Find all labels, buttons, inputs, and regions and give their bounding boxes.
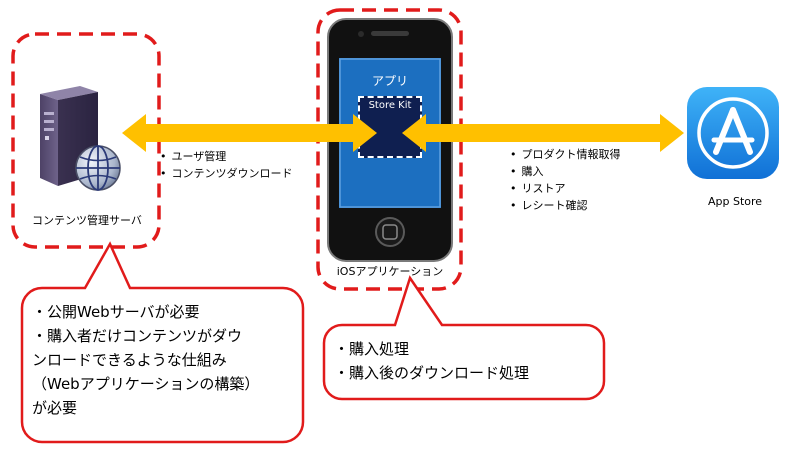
globe-icon	[75, 145, 121, 191]
callout-line: ・購入後のダウンロード処理	[334, 364, 530, 382]
storekit-label: Store Kit	[368, 100, 412, 111]
list-item: レシート確認	[510, 197, 621, 214]
callout-line: （Webアプリケーションの構築）	[32, 375, 260, 393]
server-feature-list: ユーザ管理 コンテンツダウンロード	[160, 148, 293, 182]
server-label: コンテンツ管理サーバ	[32, 214, 142, 227]
callout-line: ・購入者だけコンテンツがダウ	[32, 327, 243, 345]
appstore-label: App Store	[707, 195, 763, 208]
list-item: リストア	[510, 180, 621, 197]
appstore-icon	[687, 87, 779, 179]
app-callout-text: ・購入処理 ・購入後のダウンロード処理	[334, 337, 529, 385]
list-item: ユーザ管理	[160, 148, 293, 165]
list-item: コンテンツダウンロード	[160, 165, 293, 182]
server-callout-text: ・公開Webサーバが必要 ・購入者だけコンテンツがダウ ンロードできるような仕組…	[32, 300, 259, 420]
app-label: アプリ	[371, 74, 408, 88]
callout-line: ンロードできるような仕組み	[32, 351, 227, 369]
callout-line: が必要	[32, 399, 78, 417]
app-appstore-arrow	[402, 114, 684, 152]
callout-line: ・公開Webサーバが必要	[32, 303, 200, 321]
appstore-feature-list: プロダクト情報取得 購入 リストア レシート確認	[510, 146, 621, 214]
server-callout-bubble	[20, 241, 305, 444]
device-label: iOSアプリケーション	[336, 265, 444, 278]
app-callout-bubble	[322, 275, 606, 401]
callout-line: ・購入処理	[334, 340, 410, 358]
list-item: プロダクト情報取得	[510, 146, 621, 163]
server-app-arrow	[122, 114, 377, 152]
app-group-outline	[316, 8, 463, 291]
list-item: 購入	[510, 163, 621, 180]
